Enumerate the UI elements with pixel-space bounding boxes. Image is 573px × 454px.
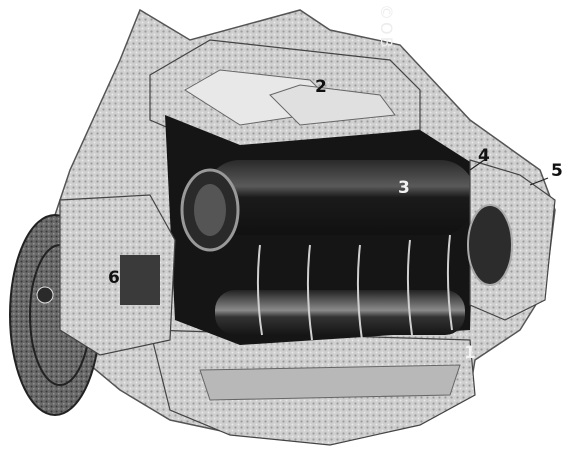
rotor-upper — [180, 160, 475, 252]
callout-2: 2 — [315, 77, 327, 97]
callout-5: 5 — [551, 161, 563, 181]
callout-3: 3 — [398, 178, 410, 198]
watermark: ©ОВ — [377, 4, 396, 50]
leader-lines — [469, 157, 549, 186]
right-bearing-housing — [467, 159, 556, 321]
callout-6: 6 — [108, 268, 120, 288]
callout-4: 4 — [478, 146, 490, 166]
rotor-lower — [215, 290, 465, 335]
rotor-bars — [256, 234, 453, 341]
callout-1: 1 — [464, 343, 476, 363]
drive-assembly — [36, 194, 176, 356]
